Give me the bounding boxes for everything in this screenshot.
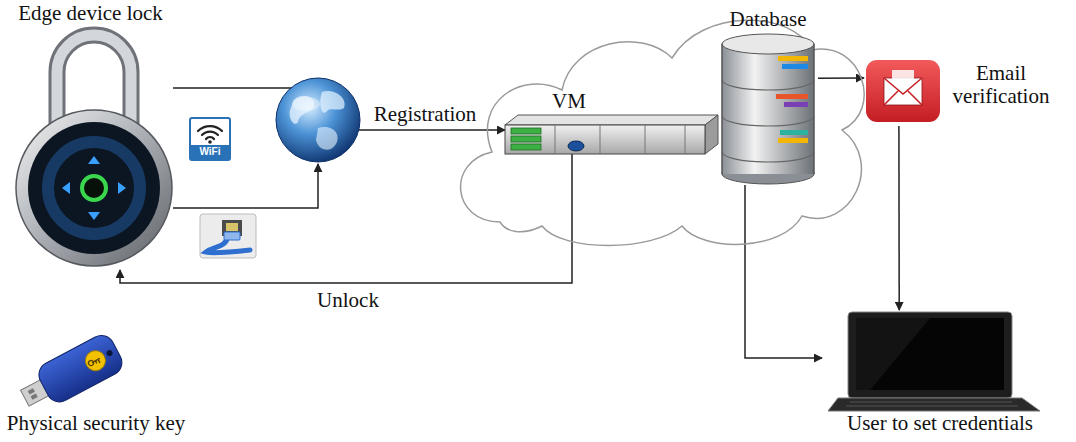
database-cylinder-part (780, 130, 808, 135)
email-icon-part (884, 78, 922, 105)
database-cylinder-part (722, 44, 814, 174)
database-cylinder-part (722, 34, 814, 54)
email-node: Email verification (864, 56, 1056, 126)
padlock-illustration (16, 35, 172, 266)
database-cylinder-part (723, 44, 813, 174)
laptop-illustration-part (828, 398, 1040, 411)
wifi-icon-part (190, 145, 230, 160)
server-illustration-part (511, 144, 541, 150)
cloud-outline-part (461, 20, 865, 245)
connector-arrow (818, 77, 864, 79)
email-icon-part (892, 70, 914, 82)
node-caption: User to set credentials (822, 412, 1058, 435)
padlock-illustration-part (16, 110, 172, 266)
laptop-illustration-part (848, 312, 1012, 398)
email-icon-part (884, 78, 922, 105)
database-cylinder (722, 34, 814, 184)
wifi-icon (190, 118, 230, 160)
laptop-node: User to set credentials (822, 310, 1058, 438)
internet-globe-part (276, 78, 360, 162)
internet-globe-part (316, 127, 338, 150)
edge-label: Registration (371, 103, 480, 126)
laptop-illustration-part (856, 318, 1004, 390)
laptop-illustration (828, 312, 1040, 411)
cloud-outline (461, 20, 865, 245)
server-illustration-part (505, 115, 718, 125)
server-illustration-part (511, 136, 541, 142)
padlock-illustration-part (62, 156, 126, 220)
security-key-illustration-part (31, 393, 38, 399)
ethernet-icon-part (226, 223, 238, 231)
database-cylinder-part (778, 56, 808, 61)
node-caption: VM (549, 90, 589, 113)
edge-label: Unlock (314, 289, 382, 312)
database-cylinder-part (722, 80, 814, 162)
node-caption: Edge device lock (8, 2, 173, 25)
padlock-illustration-part (48, 142, 140, 234)
server-illustration-part (505, 125, 705, 154)
server-illustration-part (555, 125, 685, 154)
security-key-illustration-part (82, 347, 109, 374)
security-key-illustration-part (28, 388, 35, 394)
ethernet-icon-part (224, 232, 240, 240)
ethernet-icon-part (200, 214, 256, 258)
laptop-illustration-part (856, 318, 930, 390)
server-illustration-part (511, 128, 541, 134)
email-icon-part (866, 60, 940, 122)
internet-globe-part (320, 91, 344, 113)
server-illustration-part (568, 141, 584, 151)
padlock-illustration-part (28, 122, 160, 254)
security-key-node: Physical security key (4, 325, 188, 439)
wifi-icon-part (208, 140, 212, 144)
vm-node: VM (505, 90, 705, 154)
ethernet-icon (200, 214, 256, 258)
email-icon (866, 60, 940, 122)
padlock-illustration-part (82, 176, 106, 200)
internet-globe-part (292, 97, 320, 111)
security-key-illustration-part (34, 331, 126, 407)
wifi-icon-part (190, 118, 230, 160)
connector-arrow (745, 185, 822, 358)
server-illustration-part (705, 115, 718, 154)
ethernet-link-part (173, 164, 318, 208)
database-cylinder-part (776, 94, 808, 99)
security-key-illustration-part (105, 349, 113, 357)
node-caption: Physical security key (4, 412, 188, 435)
internet-globe (276, 78, 360, 162)
connector-arrow (120, 154, 572, 283)
database-node: Database (718, 8, 818, 185)
security-key-illustration-part (88, 360, 95, 367)
node-caption: Database (718, 8, 818, 31)
wifi-icon-part (198, 126, 222, 139)
security-key-illustration (15, 331, 127, 417)
ethernet-link (173, 164, 318, 208)
lock-node: Edge device lock (8, 2, 173, 270)
laptop-illustration-part (846, 402, 1018, 406)
database-cylinder-part (722, 44, 814, 174)
database-cylinder-part (782, 64, 808, 69)
database-cylinder-part (784, 102, 808, 107)
node-caption: Email verification (948, 62, 1054, 108)
connector-arrow (898, 126, 900, 310)
icon-label: WiFi (190, 145, 230, 160)
server-illustration (505, 115, 718, 154)
database-cylinder-part (778, 138, 808, 143)
